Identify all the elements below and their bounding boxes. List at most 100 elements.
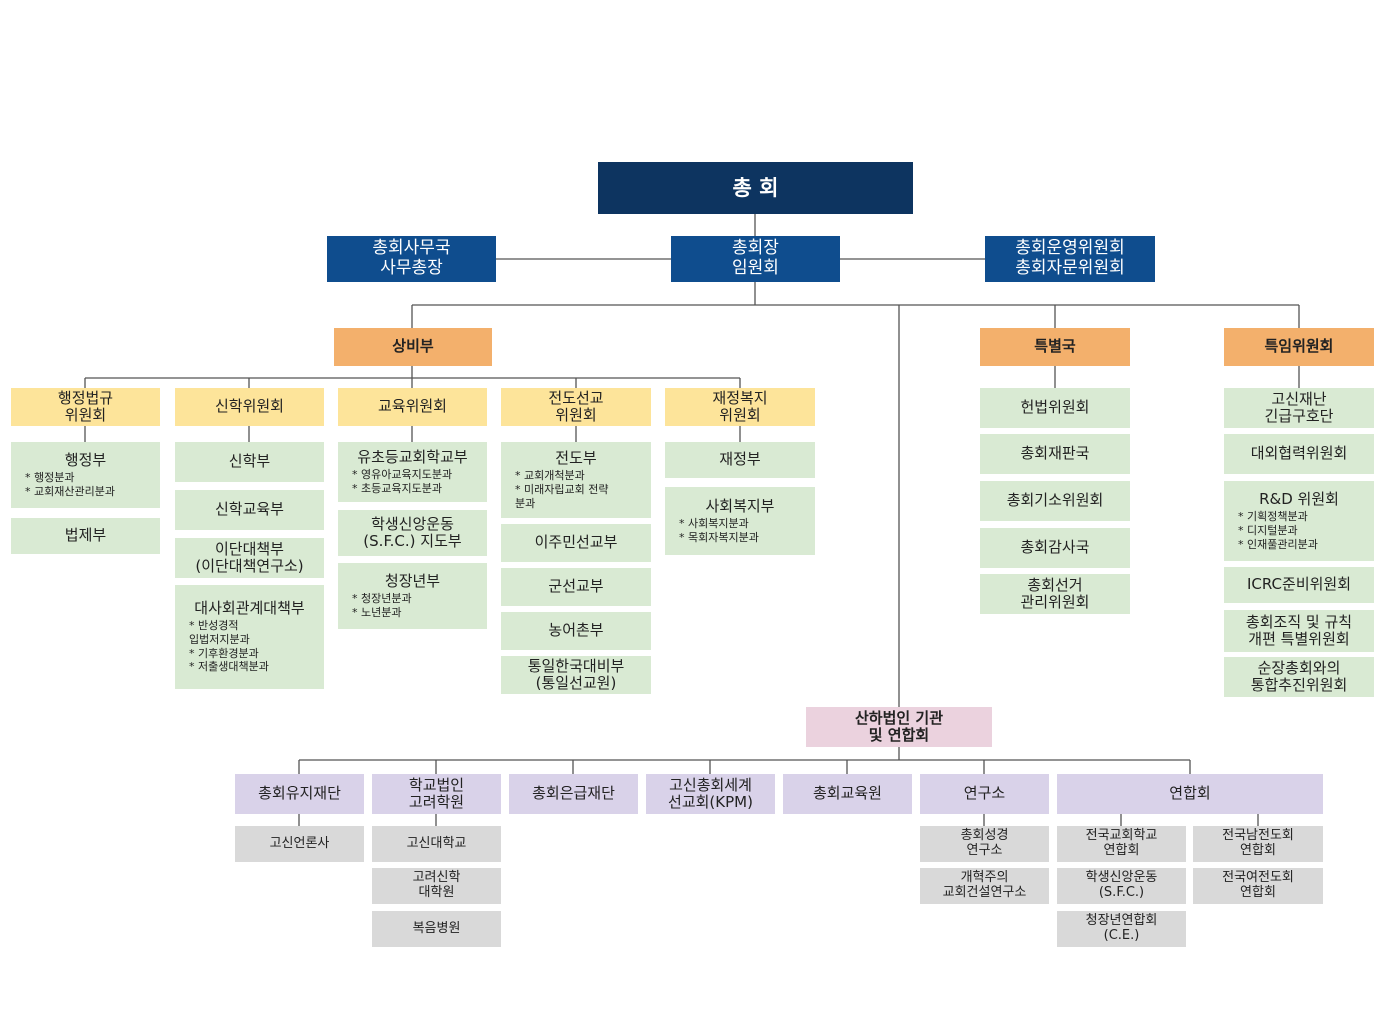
- org-box-reformed-institute: 개혁주의 교회건설연구소: [920, 868, 1049, 904]
- org-box-rural: 농어촌부: [501, 612, 651, 650]
- org-box-title: 총회기소위원회: [1006, 491, 1104, 510]
- org-box-church-school-assoc: 전국교회학교 연합회: [1057, 826, 1186, 862]
- org-box-affiliates: 산하법인 기관 및 연합회: [806, 707, 992, 747]
- org-box-special-committee: 특임위원회: [1224, 328, 1374, 366]
- org-box-koryo-school: 학교법인 고려학원: [372, 774, 501, 814]
- org-box-subitems: * 청장년분과* 노년분과: [338, 592, 487, 620]
- org-box-title: 총회선거 관리위원회: [1020, 575, 1090, 611]
- org-box-prosecution: 총회기소위원회: [980, 481, 1130, 521]
- org-box-finance: 재정부: [665, 442, 815, 478]
- org-box-legislation: 법제부: [11, 518, 160, 554]
- org-box-title: 특별국: [1034, 337, 1076, 356]
- org-box-title: 청장년부: [384, 571, 441, 590]
- org-box-merger: 순장총회와의 통합추진위원회: [1224, 657, 1374, 697]
- org-box-title: 고신재난 긴급구호단: [1264, 389, 1334, 425]
- org-box-title: 총회은급재단: [532, 784, 615, 803]
- org-box-evangelism: 전도부* 교회개척분과* 미래자립교회 전략 분과: [501, 442, 651, 518]
- org-box-youth: 청장년부* 청장년분과* 노년분과: [338, 563, 487, 629]
- org-box-court: 총회재판국: [980, 434, 1130, 474]
- org-box-subitem: * 교회개척분과: [515, 469, 585, 482]
- org-box-subitems: * 교회개척분과* 미래자립교회 전략 분과: [501, 469, 651, 510]
- org-box-title: ICRC준비위원회: [1246, 575, 1352, 594]
- org-box-unification: 통일한국대비부 (통일선교원): [501, 656, 651, 694]
- org-box-press: 고신언론사: [235, 826, 364, 862]
- org-box-heresy: 이단대책부 (이단대책연구소): [175, 538, 324, 578]
- org-box-men-assoc: 전국남전도회 연합회: [1193, 826, 1323, 862]
- org-box-title: 군선교부: [548, 577, 604, 596]
- org-box-kpm: 고신총회세계 선교회(KPM): [646, 774, 775, 814]
- org-box-title: 법제부: [64, 526, 107, 545]
- org-box-title: 대외협력위원회: [1250, 444, 1348, 463]
- org-box-title: 행정법규 위원회: [57, 388, 114, 424]
- org-box-constitution: 헌법위원회: [980, 388, 1130, 428]
- org-box-title: 학교법인 고려학원: [408, 775, 465, 811]
- org-box-pension: 총회은급재단: [509, 774, 638, 814]
- org-box-subitem: * 노년분과: [352, 605, 402, 619]
- org-box-operations: 총회운영위원회 총회자문위원회: [985, 236, 1155, 282]
- org-box-title: 대사회관계대책부: [194, 598, 305, 617]
- org-box-title: 산하법인 기관 및 연합회: [854, 708, 944, 744]
- org-box-subitems: * 행정분과* 교회재산관리분과: [11, 471, 160, 499]
- org-box-sfc-assoc: 학생신앙운동 (S.F.C.): [1057, 868, 1186, 904]
- org-box-subitem: * 저출생대책분과: [189, 660, 269, 674]
- org-box-mission-committee: 전도선교 위원회: [501, 388, 651, 426]
- org-box-title: 재정부: [719, 450, 761, 469]
- org-box-title: 개혁주의 교회건설연구소: [942, 870, 1027, 900]
- org-box-title: 총회유지재단: [258, 784, 341, 803]
- org-box-reform: 총회조직 및 규칙 개편 특별위원회: [1224, 610, 1374, 652]
- org-box-rnd: R&D 위원회* 기획정책분과* 디지털분과* 인재풀관리분과: [1224, 481, 1374, 561]
- org-box-title: 전국여전도회 연합회: [1222, 870, 1294, 900]
- org-box-theology-committee: 신학위원회: [175, 388, 324, 426]
- org-box-title: 신학교육부: [214, 500, 284, 519]
- org-box-title: 순장총회와의 통합추진위원회: [1250, 658, 1348, 694]
- org-box-secretariat: 총회사무국 사무총장: [327, 236, 496, 282]
- org-box-subitem: * 기획정책분과: [1238, 510, 1308, 523]
- org-box-title: 전국교회학교 연합회: [1085, 828, 1158, 858]
- org-box-foundation: 총회유지재단: [235, 774, 364, 814]
- org-box-subitem: * 청장년분과: [352, 591, 412, 605]
- org-box-title: 총회조직 및 규칙 개편 특별위원회: [1245, 612, 1353, 648]
- org-box-administration: 행정부* 행정분과* 교회재산관리분과: [11, 442, 160, 508]
- org-box-migrant: 이주민선교부: [501, 524, 651, 562]
- org-box-title: 고신언론사: [269, 835, 330, 851]
- org-box-title: 이주민선교부: [534, 533, 618, 552]
- org-box-subitem: * 초등교육지도분과: [352, 481, 442, 495]
- org-box-audit: 총회감사국: [980, 528, 1130, 568]
- org-box-edu-institute: 총회교육원: [783, 774, 912, 814]
- org-box-title: 총회사무국 사무총장: [372, 238, 451, 278]
- org-box-subitem: * 목회자복지분과: [679, 530, 759, 544]
- org-box-title: 고신대학교: [406, 835, 467, 851]
- org-box-title: 통일한국대비부 (통일선교원): [527, 656, 625, 692]
- org-box-bible-institute: 총회성경 연구소: [920, 826, 1049, 862]
- org-box-title: 헌법위원회: [1020, 398, 1090, 417]
- org-box-title: 신학부: [228, 452, 271, 471]
- org-box-subitem: * 인재풀관리분과: [1238, 537, 1318, 551]
- org-box-title: 청장년연합회 (C.E.): [1085, 913, 1158, 943]
- org-box-admin-law: 행정법규 위원회: [11, 388, 160, 426]
- org-box-subitem: * 디지털분과: [1238, 523, 1298, 537]
- org-box-sunday-school: 유초등교회학교부* 영유아교육지도분과* 초등교육지도분과: [338, 442, 487, 502]
- org-box-disaster: 고신재난 긴급구호단: [1224, 388, 1374, 428]
- org-box-title: 학생신앙운동 (S.F.C.) 지도부: [363, 514, 462, 550]
- org-box-subitem: * 사회복지분과: [679, 516, 749, 530]
- org-box-finance-welfare: 재정복지 위원회: [665, 388, 815, 426]
- org-box-women-assoc: 전국여전도회 연합회: [1193, 868, 1323, 904]
- org-box-subitem: * 행정분과: [25, 470, 75, 484]
- org-box-title: 상비부: [392, 337, 434, 356]
- org-box-title: 교육위원회: [377, 397, 447, 416]
- org-box-social-welfare: 사회복지부* 사회복지분과* 목회자복지분과: [665, 487, 815, 555]
- org-box-koryo-seminary: 고려신학 대학원: [372, 868, 501, 904]
- org-box-title: 학생신앙운동 (S.F.C.): [1085, 870, 1158, 900]
- org-box-kosin-univ: 고신대학교: [372, 826, 501, 862]
- org-box-theology-edu: 신학교육부: [175, 490, 324, 530]
- org-box-social-relations: 대사회관계대책부* 반성경적 입법저지분과* 기후환경분과* 저출생대책분과: [175, 585, 324, 689]
- org-box-title: 총회교육원: [812, 784, 882, 803]
- org-box-subitems: * 영유아교육지도분과* 초등교육지도분과: [338, 468, 487, 496]
- org-box-subitem: * 영유아교육지도분과: [352, 467, 453, 481]
- org-box-moderator: 총회장 임원회: [671, 236, 840, 282]
- org-box-title: 복음병원: [412, 920, 461, 936]
- org-box-title: 재정복지 위원회: [712, 388, 768, 424]
- org-box-title: 고신총회세계 선교회(KPM): [668, 775, 753, 811]
- org-box-title: 연합회: [1169, 784, 1211, 803]
- org-box-title: 총회재판국: [1020, 444, 1090, 463]
